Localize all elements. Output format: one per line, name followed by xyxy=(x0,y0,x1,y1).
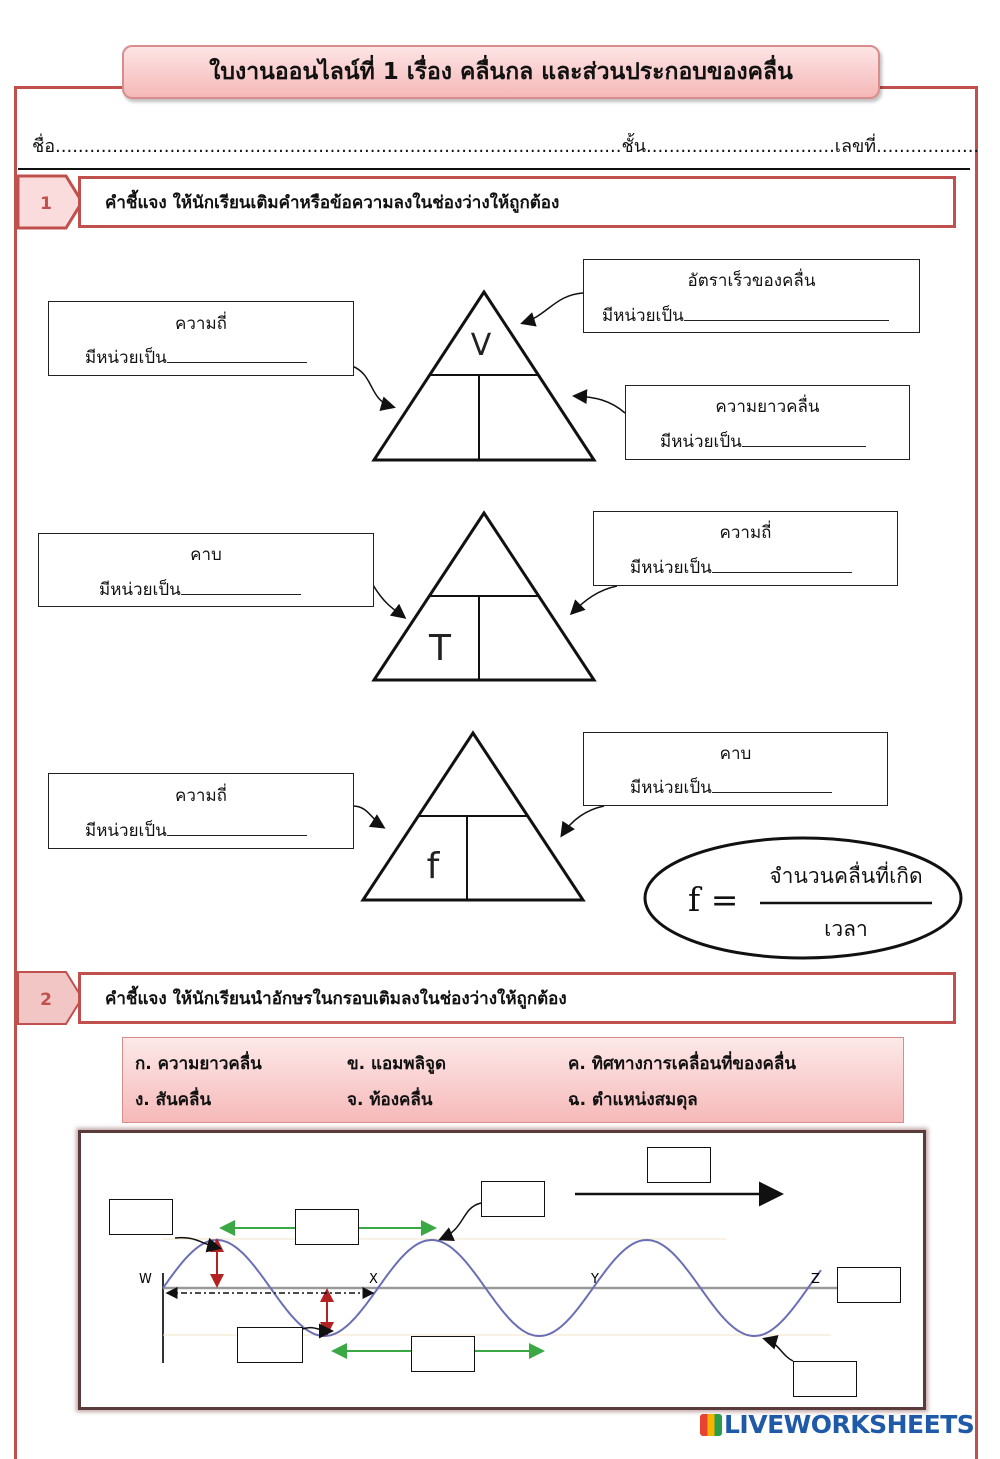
section-2-instruction: คำชี้แจง ให้นักเรียนนำอักษรในกรอบเติมลงใ… xyxy=(78,972,956,1024)
wave-diagram: W X Y Z xyxy=(78,1130,926,1410)
triangle-v: V xyxy=(371,289,597,462)
section-2-chevron: 2 xyxy=(17,971,84,1025)
point-w-label: W xyxy=(139,1272,152,1287)
answer-blank[interactable] xyxy=(711,558,852,573)
answer-blank[interactable] xyxy=(683,306,889,321)
unit-prefix: มีหน่วยเป็น xyxy=(602,306,684,326)
unit-prefix: มีหน่วยเป็น xyxy=(85,348,167,368)
box-label: ความยาวคลื่น xyxy=(715,397,820,417)
box-label: ความถี่ xyxy=(175,786,227,806)
box-label: คาบ xyxy=(719,744,752,764)
unit-prefix: มีหน่วยเป็น xyxy=(660,432,742,452)
answer-box-equilibrium[interactable] xyxy=(837,1267,901,1303)
logo-text: LIVEWORKSHEETS xyxy=(724,1410,975,1439)
logo-icon xyxy=(700,1414,722,1436)
answer-box-crest[interactable] xyxy=(481,1181,545,1217)
triangle-f-symbol: f xyxy=(427,846,441,887)
formula-ellipse xyxy=(643,836,963,960)
answer-blank[interactable] xyxy=(166,821,307,836)
liveworksheets-logo: LIVEWORKSHEETS xyxy=(700,1410,975,1439)
triangles-diagram: V T f xyxy=(351,289,963,960)
option-c: ค. ทิศทางการเคลื่อนที่ของคลื่น xyxy=(568,1054,796,1074)
point-z-label: Z xyxy=(811,1272,820,1287)
answer-box-trough[interactable] xyxy=(793,1361,857,1397)
triangle-v-symbol: V xyxy=(471,328,492,363)
triangle-t: T xyxy=(371,510,597,682)
formula-numerator: จำนวนคลื่นที่เกิด xyxy=(769,864,923,888)
answer-box-trough-left[interactable] xyxy=(237,1327,303,1363)
formula-denominator: เวลา xyxy=(824,917,868,941)
box-label: อัตราเร็วของคลื่น xyxy=(687,271,816,291)
point-x-label: X xyxy=(369,1272,378,1287)
worksheet-title: ใบงานออนไลน์ที่ 1 เรื่อง คลื่นกล และส่วน… xyxy=(122,45,880,99)
box-frequency-2: ความถี่ มีหน่วยเป็น xyxy=(593,511,898,586)
answer-blank[interactable] xyxy=(180,580,301,595)
section-1-number: 1 xyxy=(40,194,52,214)
box-period-2: คาบ มีหน่วยเป็น xyxy=(583,732,888,806)
box-label: ความถี่ xyxy=(175,314,227,334)
option-a: ก. ความยาวคลื่น xyxy=(135,1054,262,1074)
section-1-chevron: 1 xyxy=(16,174,84,230)
box-wave-speed: อัตราเร็วของคลื่น มีหน่วยเป็น xyxy=(583,259,920,333)
box-label: ความถี่ xyxy=(719,523,772,543)
wave-svg: W X Y Z xyxy=(139,1181,837,1363)
triangle-f: f xyxy=(360,730,586,902)
option-b: ข. แอมพลิจูด xyxy=(347,1054,446,1074)
option-d: ง. สันคลื่น xyxy=(135,1090,212,1110)
box-frequency-3: ความถี่ มีหน่วยเป็น xyxy=(48,773,354,849)
unit-prefix: มีหน่วยเป็น xyxy=(85,821,167,841)
section-2-number: 2 xyxy=(40,990,52,1010)
box-label: คาบ xyxy=(190,545,222,565)
unit-prefix: มีหน่วยเป็น xyxy=(630,558,712,578)
answer-options-box: ก. ความยาวคลื่น ข. แอมพลิจูด ค. ทิศทางกา… xyxy=(122,1037,904,1123)
answer-blank[interactable] xyxy=(166,348,307,363)
triangle-t-symbol: T xyxy=(428,628,452,669)
divider xyxy=(18,168,970,170)
unit-prefix: มีหน่วยเป็น xyxy=(630,778,712,798)
box-period-1: คาบ มีหน่วยเป็น xyxy=(38,533,374,607)
box-frequency-1: ความถี่ มีหน่วยเป็น xyxy=(48,301,354,376)
option-e: จ. ท้องคลื่น xyxy=(347,1090,433,1110)
answer-blank[interactable] xyxy=(741,432,866,447)
formula-lhs: f = xyxy=(688,880,739,919)
answer-box-crest-left[interactable] xyxy=(109,1199,173,1235)
unit-prefix: มีหน่วยเป็น xyxy=(99,580,181,600)
section-1-instruction: คำชี้แจง ให้นักเรียนเติมคำหรือข้อความลงใ… xyxy=(78,176,956,228)
option-f: ฉ. ตำแหน่งสมดุล xyxy=(568,1090,698,1110)
answer-box-wavelength-top[interactable] xyxy=(295,1209,359,1245)
student-info-line: ชื่อ....................................… xyxy=(32,136,980,157)
answer-blank[interactable] xyxy=(711,778,832,793)
box-wavelength: ความยาวคลื่น มีหน่วยเป็น xyxy=(625,385,910,460)
answer-box-wavelength-bottom[interactable] xyxy=(411,1336,475,1372)
answer-box-direction[interactable] xyxy=(647,1147,711,1183)
point-y-label: Y xyxy=(590,1272,599,1287)
